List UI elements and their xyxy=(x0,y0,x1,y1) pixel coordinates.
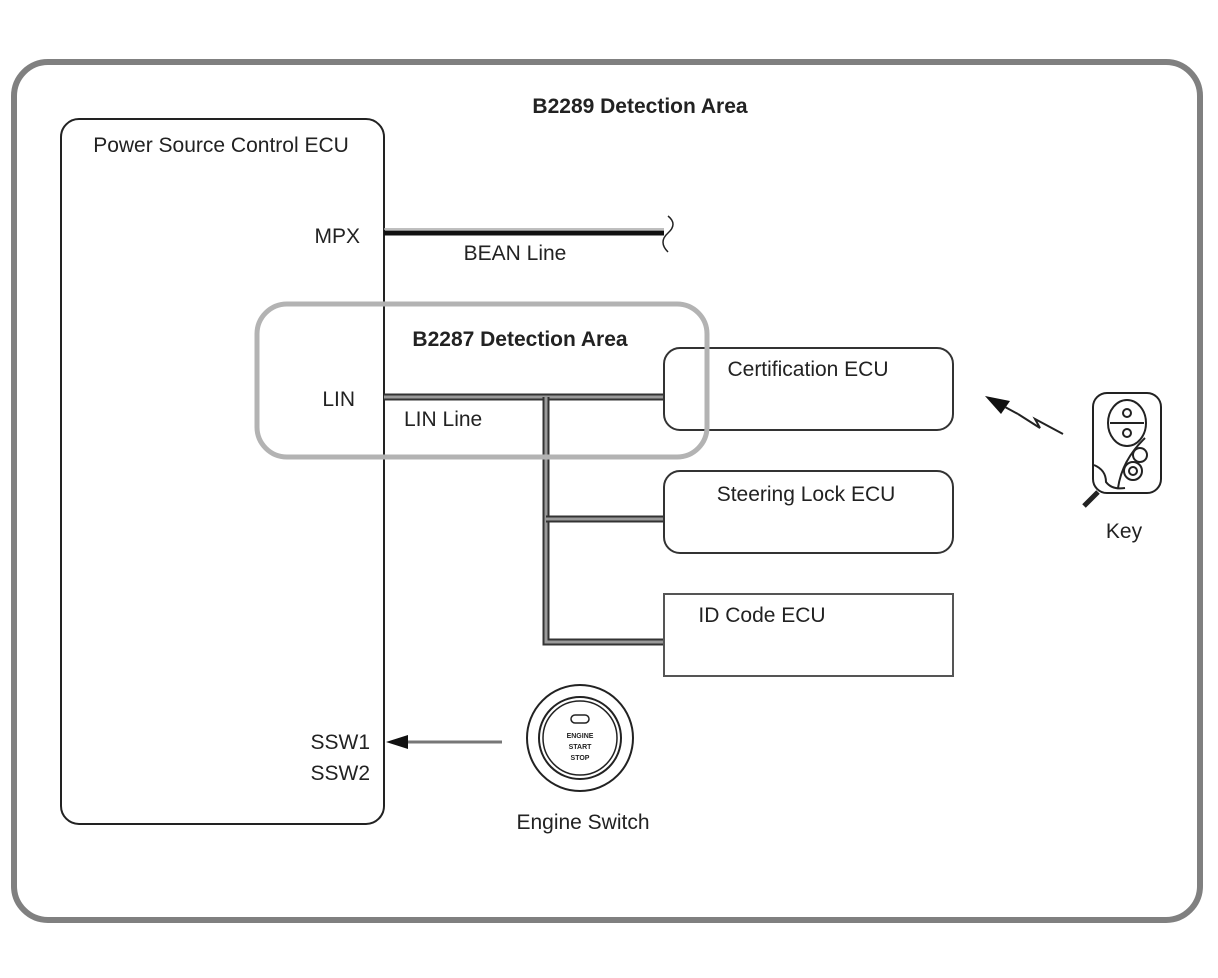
bean-line-label: BEAN Line xyxy=(464,242,567,265)
steering-lock-ecu-label: Steering Lock ECU xyxy=(717,483,896,506)
power-source-control-ecu-box xyxy=(60,118,385,825)
id-code-ecu-label: ID Code ECU xyxy=(698,604,825,627)
b2289-detection-area-border xyxy=(11,59,1203,923)
terminal-ssw2: SSW2 xyxy=(310,762,370,785)
engine-switch-text-stop: STOP xyxy=(571,755,590,762)
lin-line-label: LIN Line xyxy=(404,408,482,431)
terminal-lin: LIN xyxy=(322,388,355,411)
engine-switch-text-start: START xyxy=(569,744,593,751)
engine-switch-label: Engine Switch xyxy=(516,811,649,834)
terminal-mpx: MPX xyxy=(314,225,360,248)
bean-line-break-icon xyxy=(662,215,674,253)
engine-switch-icon[interactable]: ENGINE START STOP xyxy=(526,684,634,792)
id-code-ecu-box xyxy=(663,593,954,677)
engine-switch-signal-arrow xyxy=(386,735,502,749)
bean-line xyxy=(384,215,674,253)
wireless-signal-icon xyxy=(985,396,1064,435)
engine-switch-text-engine: ENGINE xyxy=(567,733,594,740)
key-fob-icon xyxy=(1082,392,1162,508)
certification-ecu-label: Certification ECU xyxy=(727,358,888,381)
terminal-ssw1: SSW1 xyxy=(310,731,370,754)
key-label: Key xyxy=(1106,520,1143,543)
lin-line xyxy=(384,393,664,646)
steering-lock-ecu-box xyxy=(663,470,954,554)
b2287-detection-area-border xyxy=(254,301,710,460)
certification-ecu-box xyxy=(663,347,954,431)
b2287-detection-area-title: B2287 Detection Area xyxy=(412,328,627,351)
b2289-detection-area-title: B2289 Detection Area xyxy=(532,95,747,118)
power-source-control-ecu-title: Power Source Control ECU xyxy=(93,134,349,157)
